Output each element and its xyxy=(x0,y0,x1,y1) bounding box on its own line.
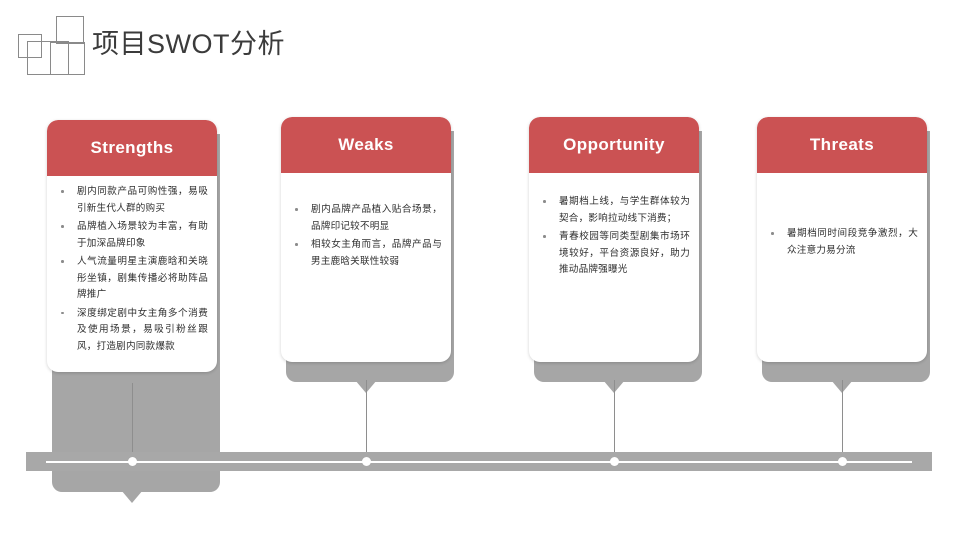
list-item: 相较女主角而言，品牌产品与男主鹿晗关联性较弱 xyxy=(285,237,442,270)
bullet-list-weaks: 剧内品牌产品植入贴合场景，品牌印记较不明显 相较女主角而言，品牌产品与男主鹿晗关… xyxy=(285,202,442,270)
bullet-dot-icon xyxy=(295,208,298,211)
connector-line-opportunity xyxy=(614,380,615,461)
timeline-dot-weaks[interactable] xyxy=(362,457,371,466)
bullet-list-threats: 暑期档同时间段竞争激烈，大众注意力易分流 xyxy=(761,226,918,259)
card-body-weaks: Weaks 剧内品牌产品植入贴合场景，品牌印记较不明显 相较女主角而言，品牌产品… xyxy=(281,117,451,362)
timeline-inner-line xyxy=(46,461,912,463)
card-body-opportunity: Opportunity 暑期档上线，与学生群体较为契合，影响拉动线下消费； 青春… xyxy=(529,117,699,362)
bullet-text: 品牌植入场景较为丰富，有助于加深品牌印象 xyxy=(77,221,208,249)
list-item: 剧内同款产品可购性强，易吸引新生代人群的购买 xyxy=(51,184,208,217)
card-header-threats: Threats xyxy=(757,117,927,173)
connector-line-strengths xyxy=(132,383,133,461)
list-item: 青春校园等同类型剧集市场环境较好，平台资源良好，助力推动品牌强曝光 xyxy=(533,229,690,279)
card-title-weaks: Weaks xyxy=(338,135,394,154)
page-title: 项目SWOT分析 xyxy=(92,29,285,59)
bullet-text: 剧内同款产品可购性强，易吸引新生代人群的购买 xyxy=(77,186,208,214)
card-header-weaks: Weaks xyxy=(281,117,451,173)
card-header-strengths: Strengths xyxy=(47,120,217,176)
bullet-text: 相较女主角而言，品牌产品与男主鹿晗关联性较弱 xyxy=(311,239,442,267)
timeline-dot-opportunity[interactable] xyxy=(610,457,619,466)
card-content-weaks: 剧内品牌产品植入贴合场景，品牌印记较不明显 相较女主角而言，品牌产品与男主鹿晗关… xyxy=(281,173,451,282)
bullet-dot-icon xyxy=(61,260,64,263)
list-item: 剧内品牌产品植入贴合场景，品牌印记较不明显 xyxy=(285,202,442,235)
connector-line-weaks xyxy=(366,380,367,461)
bullet-text: 暑期档同时间段竞争激烈，大众注意力易分流 xyxy=(787,228,918,256)
timeline-dot-strengths[interactable] xyxy=(128,457,137,466)
bullet-dot-icon xyxy=(61,311,64,314)
bullet-text: 人气流量明星主演鹿晗和关晓彤坐镇，剧集传播必将助阵品牌推广 xyxy=(77,256,208,300)
timeline-dot-threats[interactable] xyxy=(838,457,847,466)
bullet-text: 深度绑定剧中女主角多个消费及使用场景，易吸引粉丝跟风，打造剧内同款爆款 xyxy=(77,307,208,352)
list-item: 暑期档上线，与学生群体较为契合，影响拉动线下消费； xyxy=(533,194,690,227)
card-content-strengths: 剧内同款产品可购性强，易吸引新生代人群的购买 品牌植入场景较为丰富，有助于加深品… xyxy=(47,176,217,367)
logo-square-large-left xyxy=(27,41,69,75)
card-content-threats: 暑期档同时间段竞争激烈，大众注意力易分流 xyxy=(757,173,927,271)
bullet-dot-icon xyxy=(295,243,298,246)
bullet-dot-icon xyxy=(61,190,64,193)
bullet-dot-icon xyxy=(771,232,774,235)
logo-square-large-right xyxy=(50,42,85,75)
list-item: 品牌植入场景较为丰富，有助于加深品牌印象 xyxy=(51,219,208,252)
bullet-list-strengths: 剧内同款产品可购性强，易吸引新生代人群的购买 品牌植入场景较为丰富，有助于加深品… xyxy=(51,184,208,355)
card-title-opportunity: Opportunity xyxy=(563,135,665,154)
card-pointer-strengths xyxy=(121,490,143,503)
card-body-strengths: Strengths 剧内同款产品可购性强，易吸引新生代人群的购买 品牌植入场景较… xyxy=(47,120,217,372)
card-header-opportunity: Opportunity xyxy=(529,117,699,173)
card-body-threats: Threats 暑期档同时间段竞争激烈，大众注意力易分流 xyxy=(757,117,927,362)
slide-header: 项目SWOT分析 xyxy=(0,0,960,100)
bullet-list-opportunity: 暑期档上线，与学生群体较为契合，影响拉动线下消费； 青春校园等同类型剧集市场环境… xyxy=(533,194,690,279)
card-title-threats: Threats xyxy=(809,135,875,154)
bullet-dot-icon xyxy=(61,225,64,228)
bullet-text: 剧内品牌产品植入贴合场景，品牌印记较不明显 xyxy=(311,204,442,232)
card-content-opportunity: 暑期档上线，与学生群体较为契合，影响拉动线下消费； 青春校园等同类型剧集市场环境… xyxy=(529,173,699,291)
bullet-dot-icon xyxy=(543,235,546,238)
bullet-text: 暑期档上线，与学生群体较为契合，影响拉动线下消费； xyxy=(559,196,690,224)
connector-line-threats xyxy=(842,380,843,461)
overlapping-squares-logo-icon xyxy=(18,16,85,75)
logo-square-top-right xyxy=(56,16,84,44)
list-item: 暑期档同时间段竞争激烈，大众注意力易分流 xyxy=(761,226,918,259)
logo-square-small-left xyxy=(18,34,42,58)
list-item: 深度绑定剧中女主角多个消费及使用场景，易吸引粉丝跟风，打造剧内同款爆款 xyxy=(51,306,208,356)
list-item: 人气流量明星主演鹿晗和关晓彤坐镇，剧集传播必将助阵品牌推广 xyxy=(51,254,208,304)
bullet-text: 青春校园等同类型剧集市场环境较好，平台资源良好，助力推动品牌强曝光 xyxy=(559,231,690,275)
bullet-dot-icon xyxy=(543,200,546,203)
card-title-strengths: Strengths xyxy=(90,138,174,157)
